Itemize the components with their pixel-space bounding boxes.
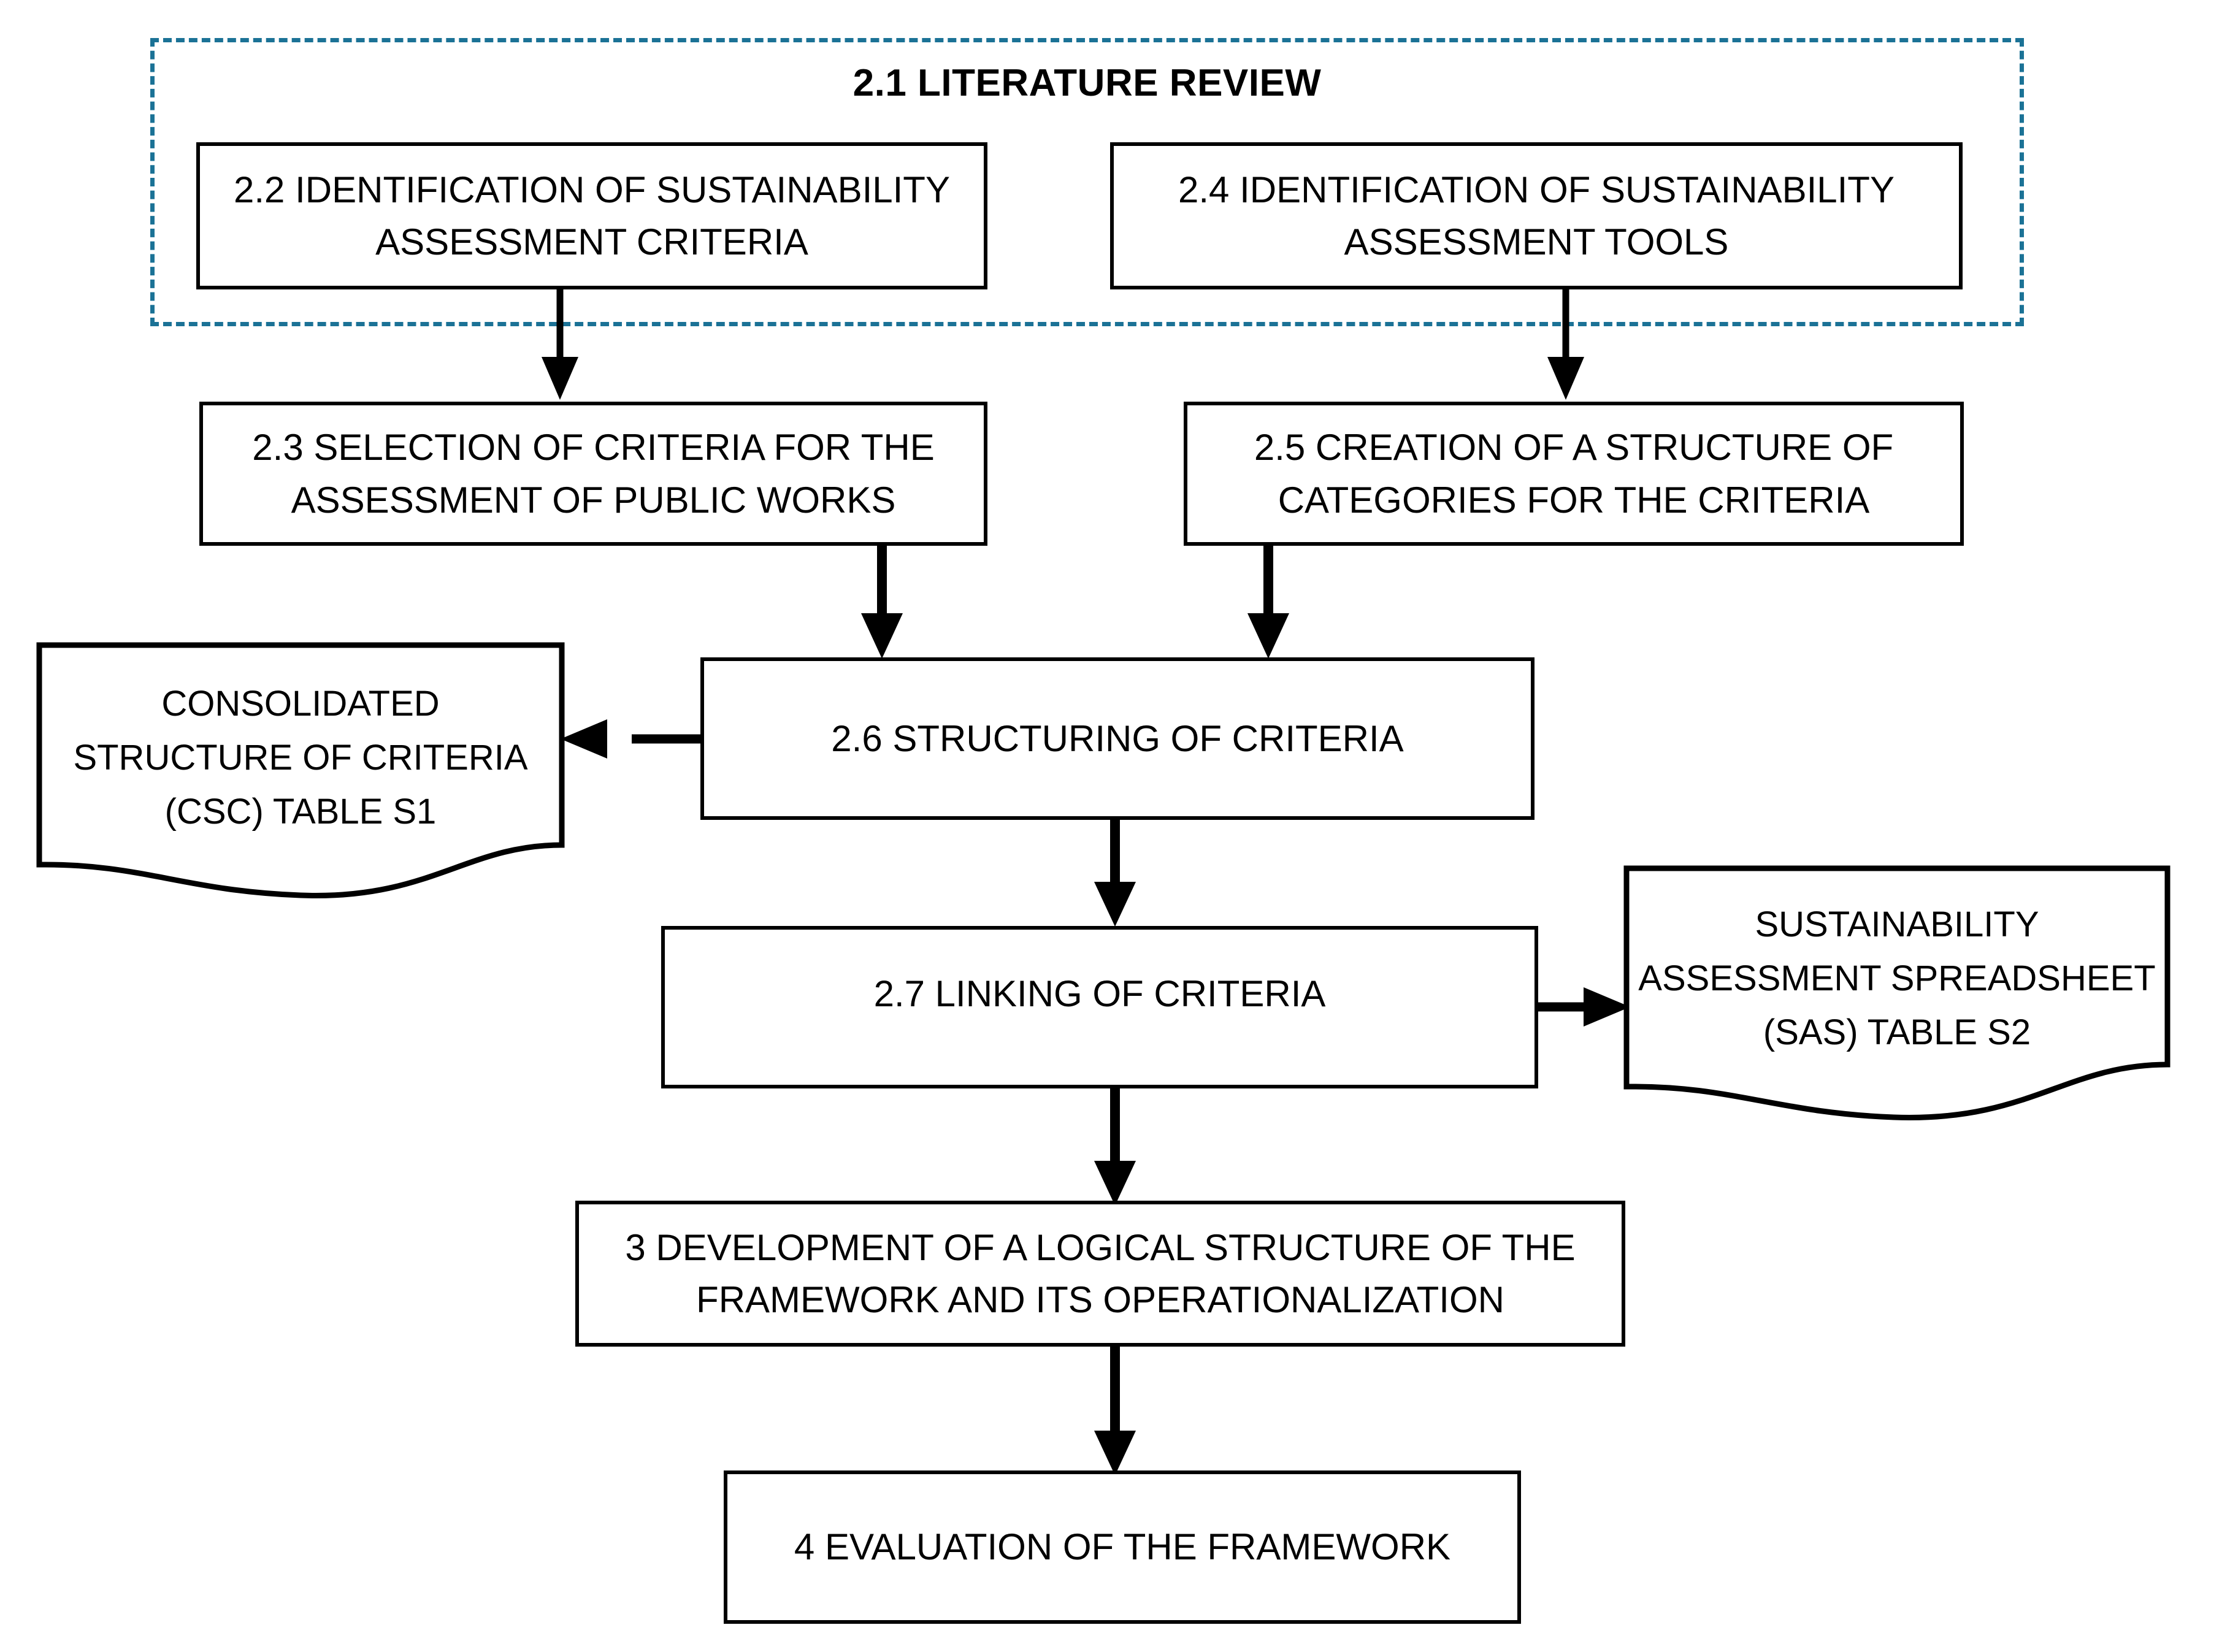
connector-2-5-to-2-6 [1245,545,1294,661]
connector-2-6-to-2-7 [1092,816,1141,929]
document-csc-label: CONSOLIDATED STRUCTURE OF CRITERIA (CSC)… [73,684,528,832]
node-2-3-label: 2.3 SELECTION OF CRITERIA FOR THE ASSESS… [252,427,935,521]
node-4-evaluation-of-the-framework[interactable]: 4 EVALUATION OF THE FRAMEWORK [724,1470,1521,1624]
literature-review-group-title: 2.1 LITERATURE REVIEW [853,62,1322,104]
node-2-3-selection-of-criteria-for-the-assessment-of-public-works[interactable]: 2.3 SELECTION OF CRITERIA FOR THE ASSESS… [199,402,987,546]
connector-2-3-to-2-6 [859,545,908,661]
connector-2-6-to-csc [552,714,711,763]
connector-3-to-4 [1092,1343,1141,1478]
connector-2-7-to-3 [1092,1088,1141,1208]
connector-2-4-to-2-5 [1546,286,1588,402]
document-sas-label: SUSTAINABILITY ASSESSMENT SPREADSHEET (S… [1638,904,2156,1053]
node-2-7-linking-of-criteria[interactable]: 2.7 LINKING OF CRITERIA [661,926,1538,1088]
node-2-5-creation-of-a-structure-of-categories-for-the-criteria[interactable]: 2.5 CREATION OF A STRUCTURE OF CATEGORIE… [1184,402,1964,546]
node-2-6-structuring-of-criteria[interactable]: 2.6 STRUCTURING OF CRITERIA [700,657,1535,820]
connector-2-2-to-2-3 [540,286,583,402]
node-3-development-of-a-logical-structure[interactable]: 3 DEVELOPMENT OF A LOGICAL STRUCTURE OF … [575,1201,1625,1347]
connector-2-7-to-sas [1527,982,1638,1031]
node-2-4-label: 2.4 IDENTIFICATION OF SUSTAINABILITY ASS… [1178,169,1895,262]
node-2-4-identification-of-sustainability-assessment-tools[interactable]: 2.4 IDENTIFICATION OF SUSTAINABILITY ASS… [1110,142,1963,289]
node-2-7-label: 2.7 LINKING OF CRITERIA [873,973,1326,1014]
document-sustainability-assessment-spreadsheet[interactable]: SUSTAINABILITY ASSESSMENT SPREADSHEET (S… [1623,865,2171,1123]
node-2-6-label: 2.6 STRUCTURING OF CRITERIA [831,717,1404,759]
document-consolidated-structure-of-criteria[interactable]: CONSOLIDATED STRUCTURE OF CRITERIA (CSC)… [36,642,565,900]
node-2-5-label: 2.5 CREATION OF A STRUCTURE OF CATEGORIE… [1254,427,1894,521]
node-2-2-identification-of-sustainability-assessment-criteria[interactable]: 2.2 IDENTIFICATION OF SUSTAINABILITY ASS… [196,142,987,289]
node-3-label: 3 DEVELOPMENT OF A LOGICAL STRUCTURE OF … [625,1226,1576,1320]
node-4-label: 4 EVALUATION OF THE FRAMEWORK [794,1526,1451,1568]
node-2-2-label: 2.2 IDENTIFICATION OF SUSTAINABILITY ASS… [234,169,950,262]
literature-review-group-region [150,38,2024,326]
